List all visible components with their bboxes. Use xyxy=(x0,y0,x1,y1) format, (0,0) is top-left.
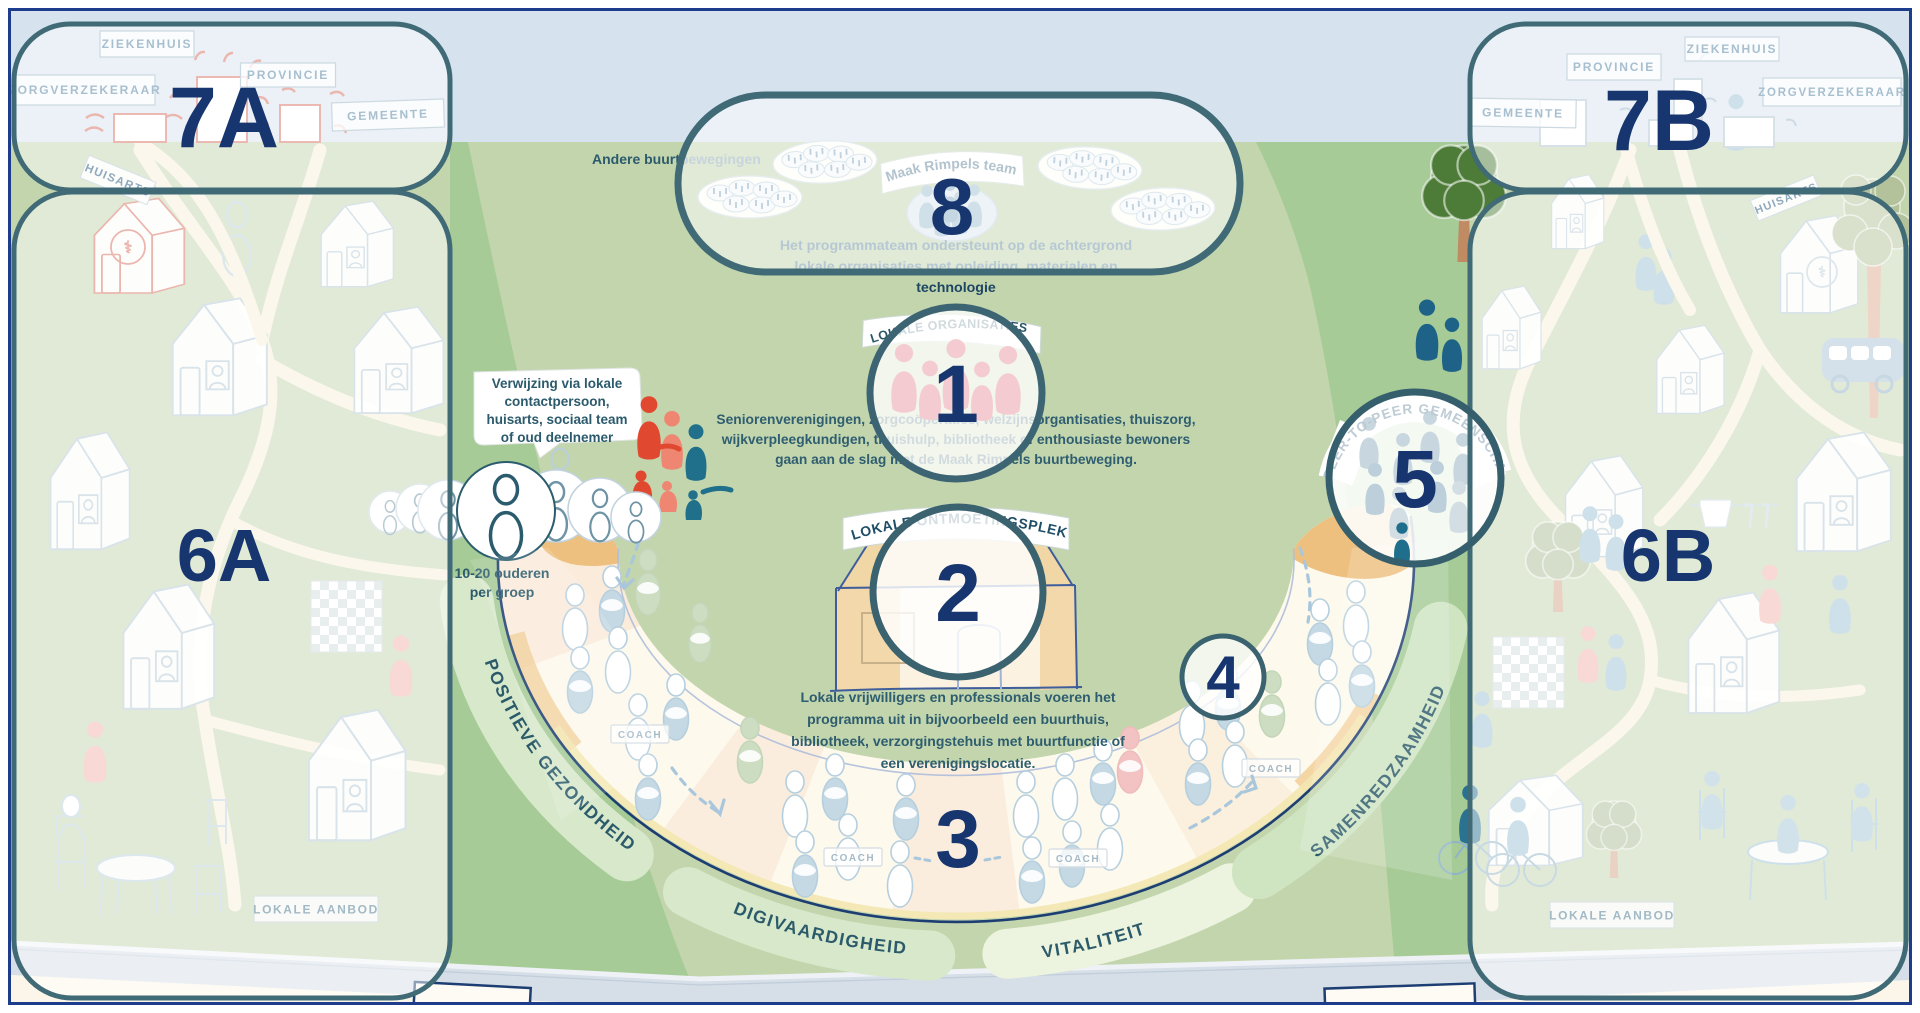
svg-text:COACH: COACH xyxy=(618,730,662,741)
svg-text:5: 5 xyxy=(1392,434,1438,525)
svg-text:ZIEKENHUIS: ZIEKENHUIS xyxy=(1687,42,1778,56)
svg-text:PROVINCIE: PROVINCIE xyxy=(1573,60,1655,74)
svg-text:huisarts, sociaal team: huisarts, sociaal team xyxy=(486,412,627,427)
svg-text:of oud deelnemer: of oud deelnemer xyxy=(501,430,614,445)
svg-text:programma uit in bijvoorbeeld: programma uit in bijvoorbeeld een buurth… xyxy=(807,711,1109,727)
svg-text:10-20 ouderen: 10-20 ouderen xyxy=(455,565,550,581)
svg-text:6B: 6B xyxy=(1621,514,1716,597)
svg-text:7B: 7B xyxy=(1604,73,1714,169)
svg-text:bibliotheek, verzorgingstehuis: bibliotheek, verzorgingstehuis met buurt… xyxy=(791,733,1125,749)
svg-text:LOKALE AANBOD: LOKALE AANBOD xyxy=(253,903,379,917)
svg-text:LOKALE AANBOD: LOKALE AANBOD xyxy=(1549,909,1675,923)
svg-text:technologie: technologie xyxy=(916,280,996,296)
svg-text:een verenigingslocatie.: een verenigingslocatie. xyxy=(881,755,1036,771)
svg-text:ZORGVERZEKERAAR: ZORGVERZEKERAAR xyxy=(8,83,161,97)
svg-text:COACH: COACH xyxy=(831,853,875,864)
svg-text:contactpersoon,: contactpersoon, xyxy=(504,394,609,409)
svg-text:Lokale vrijwilligers en profes: Lokale vrijwilligers en professionals vo… xyxy=(800,689,1115,705)
svg-text:per groep: per groep xyxy=(470,584,535,600)
svg-text:COACH: COACH xyxy=(1056,854,1100,865)
svg-text:ZORGVERZEKERAAR: ZORGVERZEKERAAR xyxy=(1758,87,1906,99)
svg-text:3: 3 xyxy=(935,794,981,885)
svg-text:6A: 6A xyxy=(177,514,272,597)
svg-text:7A: 7A xyxy=(169,70,279,166)
svg-text:GEMEENTE: GEMEENTE xyxy=(1482,105,1564,120)
svg-text:2: 2 xyxy=(935,548,981,639)
svg-text:4: 4 xyxy=(1206,644,1240,711)
svg-text:1: 1 xyxy=(933,349,979,440)
svg-text:PROVINCIE: PROVINCIE xyxy=(247,68,329,82)
svg-text:COACH: COACH xyxy=(1249,764,1293,775)
svg-text:8: 8 xyxy=(930,162,975,251)
svg-text:Verwijzing via lokale: Verwijzing via lokale xyxy=(492,376,623,391)
svg-text:ZIEKENHUIS: ZIEKENHUIS xyxy=(102,37,193,51)
svg-text:GEMEENTE: GEMEENTE xyxy=(347,107,429,124)
